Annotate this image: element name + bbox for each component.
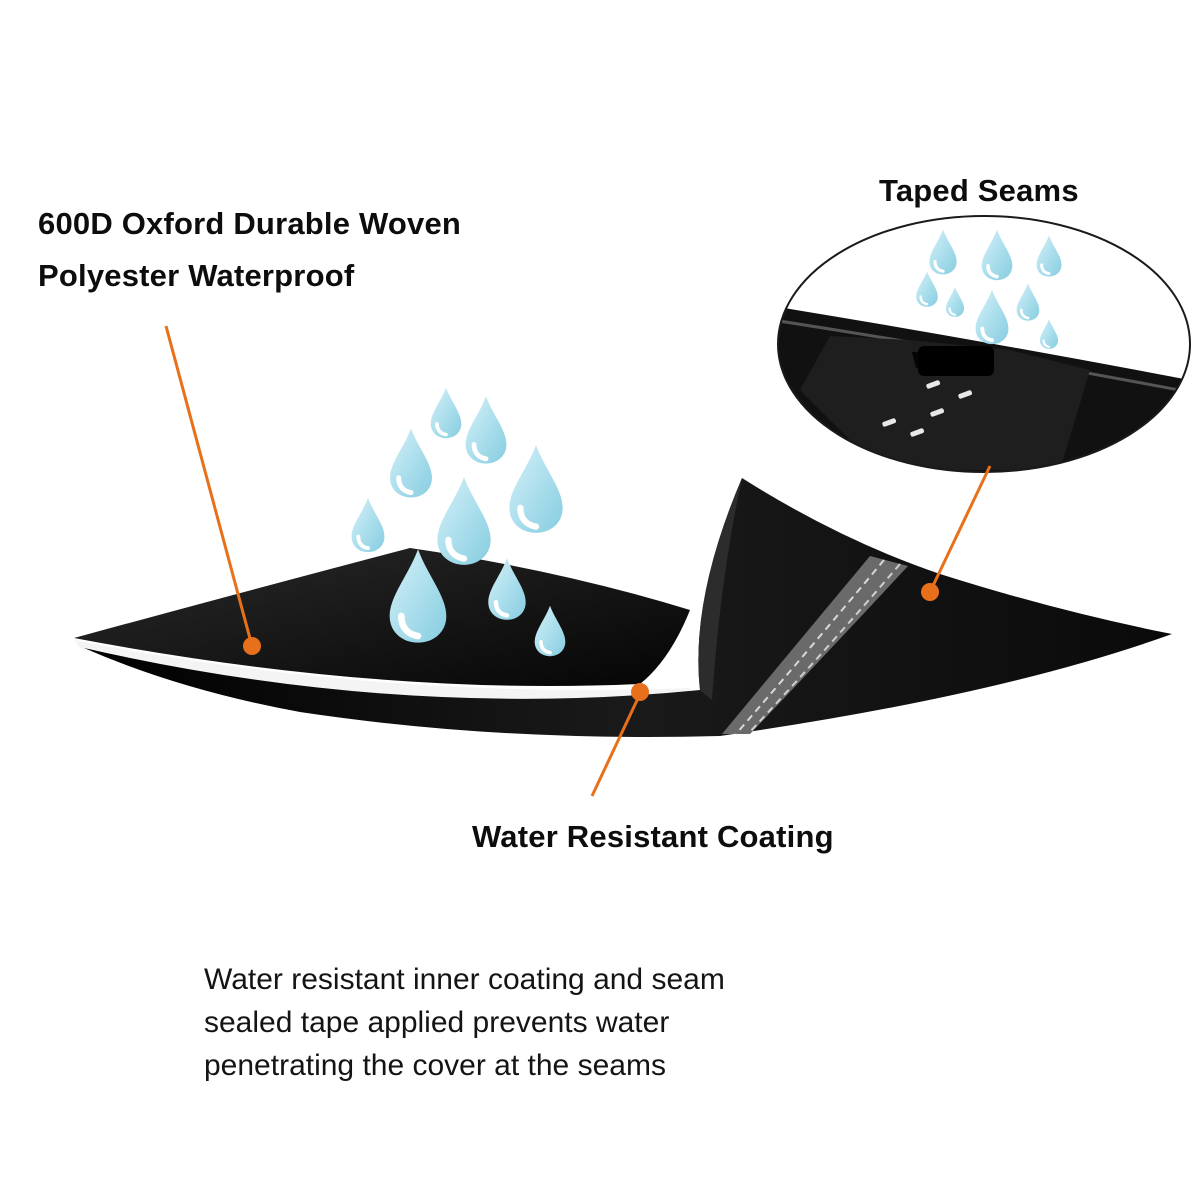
fabric-sheet bbox=[74, 478, 1172, 737]
left-flap bbox=[74, 548, 690, 687]
seam-stitch-2 bbox=[747, 563, 901, 735]
water-droplet-icon bbox=[390, 428, 432, 497]
fabric-body bbox=[84, 478, 1172, 737]
seams-leader bbox=[928, 465, 992, 593]
coating-label: Water Resistant Coating bbox=[472, 819, 834, 854]
description-text: Water resistant inner coating and seam s… bbox=[204, 958, 725, 1087]
stitch-marks bbox=[882, 380, 973, 437]
callouts bbox=[164, 325, 992, 797]
fabric-label: 600D Oxford Durable Woven Polyester Wate… bbox=[38, 198, 461, 302]
water-droplet-icon bbox=[437, 477, 490, 565]
fabric-leader bbox=[164, 325, 254, 647]
callout-dot-icon bbox=[243, 637, 261, 655]
description-line1: Water resistant inner coating and seam bbox=[204, 963, 725, 996]
description-line2: sealed tape applied prevents water bbox=[204, 1006, 670, 1039]
fabric-label-line1: 600D Oxford Durable Woven bbox=[38, 206, 462, 241]
water-droplet-icon bbox=[466, 396, 507, 463]
coating-leader bbox=[590, 693, 642, 797]
water-droplet-icon bbox=[428, 386, 464, 440]
callout-dot-icon bbox=[921, 583, 939, 601]
taped-seams-label: Taped Seams bbox=[879, 173, 1079, 208]
seam-stitch bbox=[735, 559, 885, 735]
seam-tape bbox=[722, 556, 908, 734]
water-droplet-icon bbox=[509, 445, 562, 533]
fold-shadow bbox=[698, 478, 742, 700]
tape-cross-section bbox=[800, 336, 1090, 470]
callout-dot-icon bbox=[631, 683, 649, 701]
seam-magnifier bbox=[777, 215, 1191, 473]
water-droplet-icon bbox=[349, 496, 387, 554]
description-line3: penetrating the cover at the seams bbox=[204, 1049, 666, 1082]
fabric-label-line2: Polyester Waterproof bbox=[38, 258, 355, 293]
